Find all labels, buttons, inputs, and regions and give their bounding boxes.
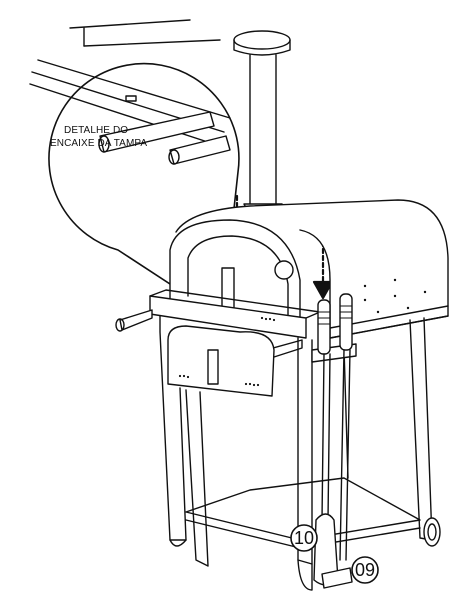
- callout-circle-09: [352, 557, 378, 583]
- detail-label-line1: DETALHE DO: [64, 125, 129, 136]
- callout-label-10: 10: [294, 528, 315, 548]
- chimney: [234, 31, 294, 222]
- callout-circle-10: [291, 525, 317, 551]
- oven-door: [168, 326, 274, 396]
- detail-label-line2: ENCAIXE DA TAMPA: [50, 138, 148, 149]
- tool-set: [312, 294, 356, 588]
- callout-label-09: 09: [355, 560, 376, 580]
